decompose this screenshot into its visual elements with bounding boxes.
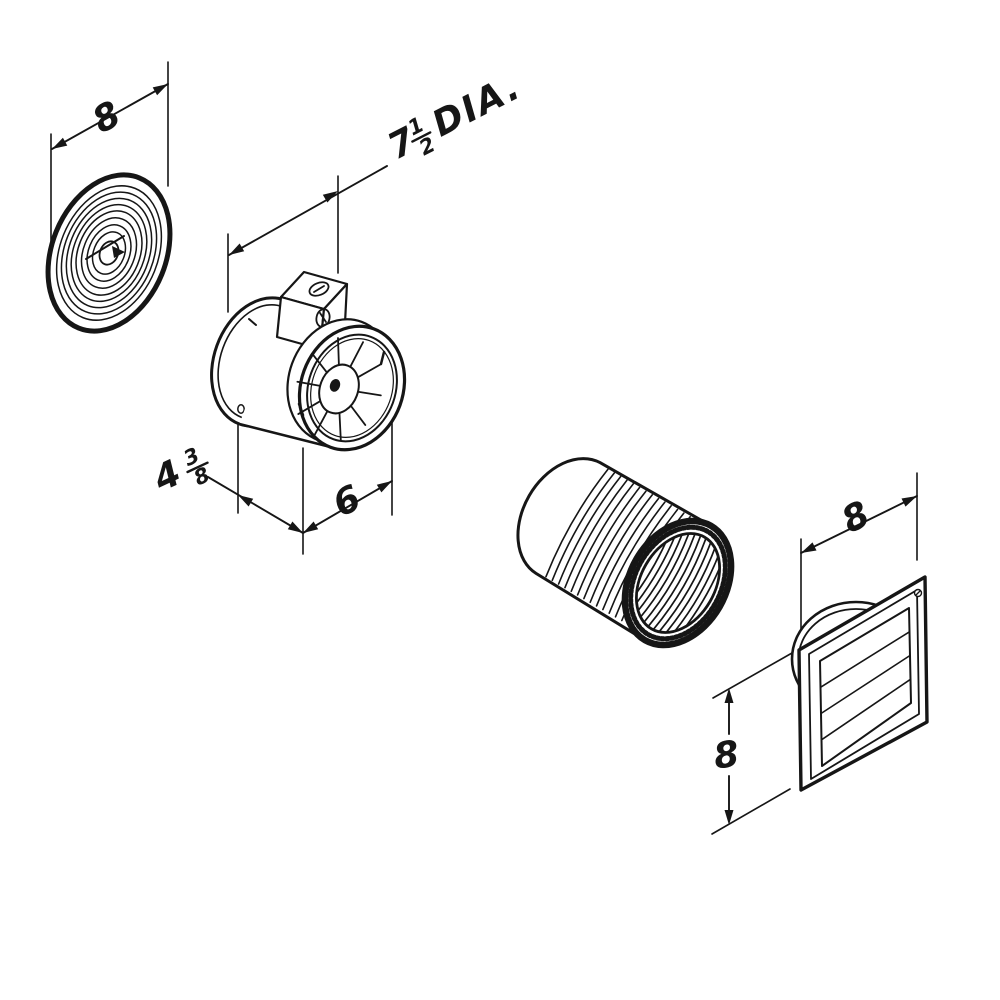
inline-duct-fan: [210, 270, 407, 452]
fan-depth-dimension: 4 3 8: [147, 423, 304, 555]
arrowhead-icon: [376, 481, 392, 493]
interior-grille: [45, 172, 173, 334]
arrowhead-icon: [287, 521, 303, 533]
fan-depth-fraction-denominator: 8: [190, 462, 213, 490]
duct-corrugations: [545, 468, 704, 633]
arrowhead-icon: [152, 84, 168, 96]
wall-cap: [790, 575, 929, 792]
grille-hub-slot: [85, 235, 125, 260]
fan-length-value: 6: [327, 478, 367, 526]
fan-hub: [318, 363, 360, 415]
grille-hub-pointer: [112, 246, 125, 258]
cap-inner-frame: [808, 589, 920, 780]
arrowhead-icon: [322, 191, 338, 203]
cap-width-value: 8: [836, 494, 876, 542]
arrowhead-icon: [238, 495, 254, 507]
flange-screw-hole: [237, 404, 245, 414]
arrowhead-icon: [724, 810, 734, 825]
knockout-top: [308, 281, 330, 297]
arrowhead-icon: [52, 137, 68, 149]
fan-diameter-dimension: 7 1 2 DIA.: [227, 66, 528, 313]
arrowhead-icon: [724, 688, 734, 703]
arrowhead-icon: [303, 521, 319, 533]
cap-height-dimension: 8: [711, 652, 793, 835]
fan-shaft-hole: [329, 379, 341, 392]
fan-diameter-suffix: DIA.: [426, 66, 528, 145]
cap-louver-panel: [819, 607, 912, 767]
fan-blades: [296, 337, 382, 441]
fan-diameter-label: 7 1 2 DIA.: [381, 66, 528, 168]
cap-louvers: [819, 630, 912, 741]
cap-height-value: 8: [711, 734, 742, 778]
arrowhead-icon: [229, 243, 245, 255]
fan-depth-label: 4 3 8: [147, 443, 214, 501]
arrowhead-icon: [801, 542, 817, 553]
grille-width-value: 8: [86, 94, 127, 142]
fan-depth-whole: 4: [147, 452, 188, 500]
flexible-duct: [516, 457, 735, 649]
cap-outer-frame: [797, 575, 929, 792]
arrowhead-icon: [901, 496, 917, 507]
